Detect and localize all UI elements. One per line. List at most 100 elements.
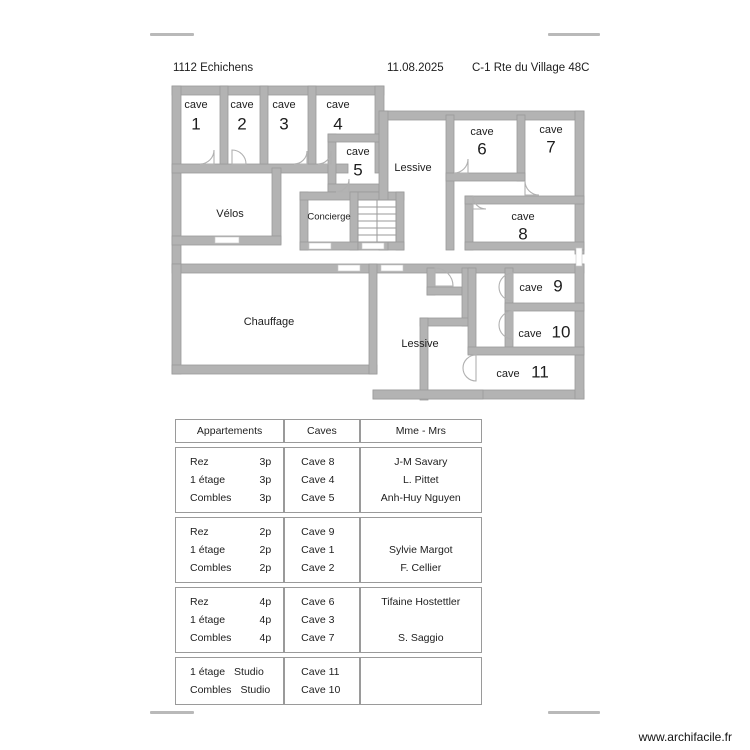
cave-4-number-label: 4	[333, 114, 342, 133]
wall-part-cave3-4	[307, 85, 317, 165]
cave-line: Cave 5	[301, 492, 335, 504]
name-line: J-M Savary	[394, 456, 448, 468]
window-concierge	[308, 242, 332, 250]
cave-line: Cave 7	[301, 632, 335, 644]
appt-floor: 1 étage	[190, 666, 226, 678]
name-line: Sylvie Margot	[388, 544, 453, 556]
wall-cave6-bottom	[445, 172, 526, 182]
appt-floor: 1 étage	[190, 544, 226, 556]
name-line: F. Cellier	[400, 562, 442, 574]
window-stair	[361, 242, 385, 250]
door-cave-8	[472, 195, 487, 210]
door-cave-11	[462, 354, 477, 382]
wall-stair-right	[395, 191, 405, 251]
wall-cave5-bottom	[327, 183, 385, 193]
cave-line: Cave 6	[301, 596, 335, 608]
cave-11-number-label: 11	[531, 362, 549, 381]
appt-line: Combles Studio	[182, 681, 277, 699]
cave-6-word-label: cave	[470, 126, 493, 138]
door-cave-5	[335, 178, 350, 193]
name-line: Anh-Huy Nguyen	[380, 492, 461, 504]
door-cave-9	[498, 272, 514, 302]
lessive-1-label: Lessive	[394, 162, 431, 174]
name-line: L. Pittet	[402, 474, 439, 486]
crop-mark-top-right	[548, 33, 600, 36]
wall-part-cave2-3	[259, 85, 269, 165]
legend-names-cell-2: Sylvie Margot F. Cellier	[359, 517, 482, 583]
wall-corridor-mid	[171, 263, 585, 274]
wall-cave9-left	[467, 267, 477, 355]
legend-header-caves: Caves	[284, 419, 360, 443]
appt-size: 3p	[259, 456, 272, 468]
cave-2-number-label: 2	[237, 114, 246, 133]
crop-mark-bottom-left	[150, 711, 194, 714]
wall-upper-left-outer	[171, 85, 385, 96]
legend-names-cell-4	[359, 657, 482, 705]
wall-cave8-top	[464, 195, 585, 205]
appt-floor: Rez	[190, 456, 209, 468]
wall-lessive2-right-c	[419, 317, 429, 401]
legend-header-appartements: Appartements	[175, 419, 285, 443]
cave-2-word-label: cave	[230, 99, 253, 111]
cave-5-word-label: cave	[346, 146, 369, 158]
cave-7-number-label: 7	[546, 137, 555, 156]
name-line: S. Saggio	[398, 632, 444, 644]
appt-size: 4p	[259, 596, 272, 608]
appt-line: Rez 3p	[182, 453, 277, 471]
appt-size: Studio	[240, 684, 271, 696]
door-cave-1	[199, 149, 215, 165]
cave-line: Cave 1	[301, 544, 335, 556]
wall-lower-bottom-left	[171, 364, 378, 375]
wall-velos-right	[271, 167, 282, 245]
cave-9-word-label: cave	[519, 282, 542, 294]
appt-line: 1 étage Studio	[182, 663, 277, 681]
legend-caves-cell-2: Cave 9 Cave 1 Cave 2	[284, 517, 360, 583]
wall-cave9-bottom	[504, 302, 585, 312]
appt-floor: Rez	[190, 526, 209, 538]
wall-lower-left	[171, 263, 182, 375]
wall-cave5-top	[327, 133, 385, 143]
wall-right-outer	[574, 110, 585, 255]
cave-7-word-label: cave	[539, 124, 562, 136]
wall-cave10-bottom	[467, 346, 585, 356]
footer-url[interactable]: www.archifacile.fr	[638, 730, 732, 744]
cave-line: Cave 10	[301, 684, 341, 696]
door-cave-10	[498, 310, 514, 340]
cave-5-number-label: 5	[353, 160, 362, 179]
name-line: Tifaine Hostettler	[381, 596, 461, 608]
legend-caves-cell-3: Cave 6 Cave 3 Cave 7	[284, 587, 360, 653]
cave-6-number-label: 6	[477, 139, 486, 158]
legend-gap	[175, 653, 482, 657]
concierge-label: Concierge	[307, 212, 350, 223]
door-cave-7	[524, 180, 540, 196]
header-date: 11.08.2025	[387, 62, 444, 74]
appt-floor: Combles	[190, 684, 232, 696]
cave-1-word-label: cave	[184, 99, 207, 111]
window-chauffage-a	[337, 264, 361, 272]
appt-size: Studio	[234, 666, 264, 678]
cave-line: Cave 3	[301, 614, 335, 626]
legend-gap	[175, 583, 482, 587]
staircase	[357, 199, 397, 243]
wall-lessive1-right	[445, 114, 455, 251]
legend-gap	[175, 513, 482, 517]
cave-line: Cave 4	[301, 474, 335, 486]
door-cave-4	[317, 150, 332, 165]
window-chauffage-b	[380, 264, 404, 272]
wall-lessive1-left	[378, 110, 389, 251]
cave-line: Cave 8	[301, 456, 335, 468]
name-line-blank	[367, 611, 475, 629]
wall-chauffage-right	[368, 263, 378, 375]
appt-floor: Combles	[190, 562, 232, 574]
